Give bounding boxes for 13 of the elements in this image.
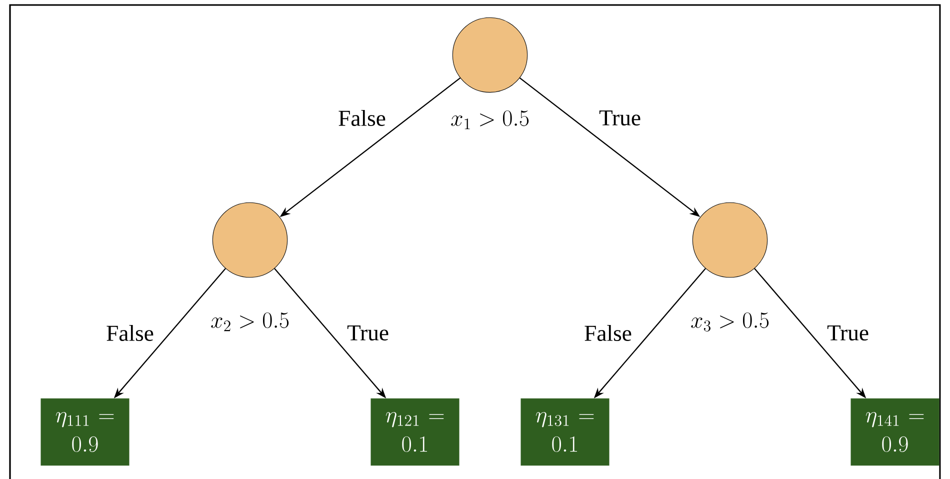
edge-label: True <box>598 109 642 127</box>
condition-label: $x_3 > 0.5$ <box>691 312 769 332</box>
leaf-box: $\eta_{121} = 0.1$ <box>370 398 460 466</box>
leaf-box: $\eta_{141} = 0.9$ <box>850 398 940 466</box>
edge-label: True <box>346 324 390 342</box>
leaf-box: $\eta_{131} = 0.1$ <box>520 398 610 466</box>
edge-label: True <box>826 324 870 342</box>
edge-label: False <box>104 324 156 342</box>
edge-label: False <box>336 108 388 128</box>
leaf-box: $\eta_{111} = 0.9$ <box>40 398 130 466</box>
condition-label: $x_1 > 0.5$ <box>451 110 529 130</box>
condition-label: $x_2 > 0.5$ <box>211 312 289 332</box>
edge-label: False <box>582 324 634 342</box>
